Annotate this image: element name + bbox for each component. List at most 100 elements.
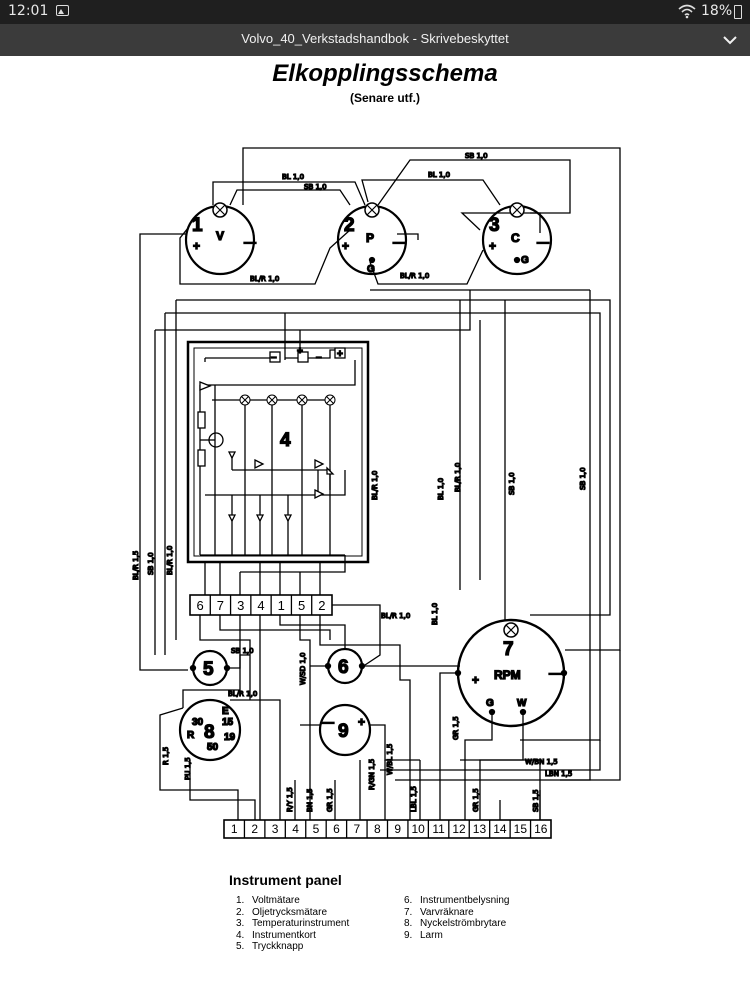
wire-label: BL/R 1,0 (400, 272, 429, 280)
terminal-number: 16 (534, 822, 548, 836)
component-7-rpm: 7 RPM + — G W (454, 618, 568, 728)
diagram-title: Elkopplingsschema (272, 60, 498, 87)
wire-label: GR 1,5 (472, 788, 480, 812)
gauge-2-plus: + (342, 239, 349, 253)
legend-right: 6.Instrumentbelysning 7.Varvräknare 8.Ny… (404, 895, 510, 941)
component-1-label: 1 (192, 215, 203, 236)
clock: 12:01 (8, 3, 49, 19)
wire-label: BL 1,0 (428, 171, 450, 179)
terminal-number: 14 (493, 822, 507, 836)
component-5-label: 5 (203, 659, 214, 680)
wire-label: R/GN 1,5 (368, 759, 376, 790)
chevron-down-icon[interactable] (720, 30, 740, 50)
wire-label: BL/R 1,5 (132, 551, 140, 580)
wire-label: W/SD 1,0 (299, 653, 307, 685)
wire-label: BL/R 1,0 (166, 546, 174, 575)
board-minus-1: – (271, 352, 277, 363)
gauge-3-ground: G (521, 255, 529, 266)
terminal-number: 4 (257, 598, 264, 613)
wire-label: SB 1,0 (465, 152, 488, 160)
switch-15: 15 (222, 717, 234, 728)
alarm-plus: + (358, 715, 365, 729)
wire-label: BL 1,0 (282, 173, 304, 181)
component-8-key-switch: 8 E 30 15 R 19 50 (178, 698, 242, 762)
gauge-2-letter: P (366, 231, 374, 245)
terminal-number: 8 (374, 822, 381, 836)
gauge-1: 1 V + — (184, 202, 257, 276)
component-2-label: 2 (344, 215, 355, 236)
wire-label: BL/R 1,0 (371, 471, 379, 500)
component-7-label: 7 (503, 639, 514, 660)
terminal-number: 5 (313, 822, 320, 836)
wire-label: BL/R 1,0 (454, 463, 462, 492)
switch-19: 19 (224, 732, 236, 743)
legend-title: Instrument panel (229, 872, 342, 888)
gauge-2-minus: — (393, 235, 405, 249)
gauge-3-plus: + (489, 239, 496, 253)
battery-icon (734, 5, 742, 19)
wire-label: SB 1,0 (231, 647, 254, 655)
switch-30: 30 (192, 717, 204, 728)
gauge-2: 2 P + — G (336, 202, 408, 276)
app-title-bar: Volvo_40_Verkstadshandbok - Skrivebeskyt… (0, 24, 750, 56)
legend-item: 3.Temperaturinstrument (236, 918, 350, 929)
terminal-number: 12 (452, 822, 466, 836)
terminal-number: 10 (411, 822, 425, 836)
terminal-number: 2 (251, 822, 258, 836)
terminal-number: 6 (333, 822, 340, 836)
legend-item: 9.Larm (404, 929, 443, 941)
component-3-label: 3 (489, 215, 500, 236)
terminal-number: 3 (272, 822, 279, 836)
terminal-number: 4 (292, 822, 299, 836)
wire-label: LBN 1,5 (545, 770, 572, 778)
component-4-label: 4 (280, 430, 291, 451)
rpm-plus: + (472, 673, 479, 687)
gauge-3: 3 C + — G (481, 202, 553, 276)
rpm-minus: — (549, 666, 561, 680)
switch-r: R (187, 730, 195, 741)
wire-label: SB 1,0 (579, 467, 587, 490)
gauge-1-letter: V (216, 229, 224, 243)
document-title: Volvo_40_Verkstadshandbok - Skrivebeskyt… (241, 31, 509, 46)
status-bar: 12:01 18% (0, 0, 750, 24)
legend-item: 7.Varvräknare (404, 906, 474, 918)
rpm-w: W (517, 698, 527, 709)
alarm-minus: — (322, 715, 334, 729)
wire-label: GR 1,5 (452, 716, 460, 740)
wire-label: SB 1,0 (508, 472, 516, 495)
gauge-3-minus: — (537, 235, 549, 249)
gauge-1-plus: + (193, 239, 200, 253)
wire-label: LBL 1,5 (410, 786, 418, 812)
component-9-alarm: 9 — + (318, 703, 372, 757)
component-9-label: 9 (338, 721, 349, 742)
rpm-label: RPM (494, 668, 521, 682)
terminal-number: 2 (318, 598, 325, 613)
gauge-2-ground: G (367, 264, 375, 275)
terminal-number: 6 (197, 598, 204, 613)
wire-label: W/BL 1,5 (386, 744, 394, 775)
wire-label: GR 1,5 (326, 788, 334, 812)
gauge-1-minus: — (244, 235, 256, 249)
terminal-number: 9 (394, 822, 401, 836)
terminal-number: 7 (217, 598, 224, 613)
wifi-icon (678, 4, 696, 19)
switch-50: 50 (207, 742, 219, 753)
terminal-number: 3 (237, 598, 244, 613)
legend-item: 8.Nyckelströmbrytare (404, 918, 507, 929)
legend-item: 1.Voltmätare (236, 895, 300, 906)
legend-item: 2.Oljetrycksmätare (236, 906, 328, 918)
component-6-label: 6 (338, 657, 349, 678)
wire-label: BL/R 1,0 (250, 275, 279, 283)
board-plus-1: + (297, 346, 303, 357)
wire-label: SB 1,5 (532, 789, 540, 812)
legend-item: 5.Tryckknapp (236, 941, 304, 952)
wire-label: PU 1,5 (184, 757, 192, 780)
terminal-number: 15 (514, 822, 528, 836)
rpm-ground: G (486, 698, 494, 709)
legend-item: 6.Instrumentbelysning (404, 895, 510, 906)
legend-item: 4.Instrumentkort (236, 929, 316, 941)
switch-e: E (222, 706, 229, 717)
